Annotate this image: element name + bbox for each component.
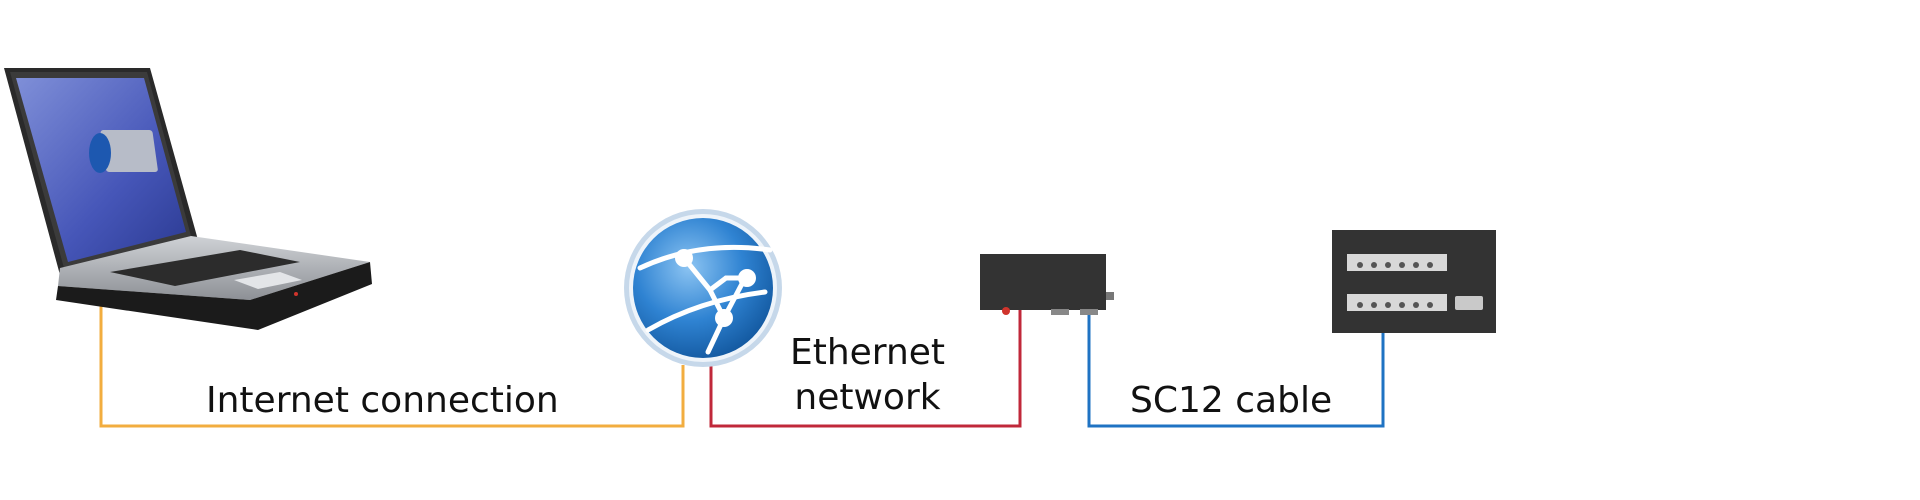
controller-module-icon [1332,230,1496,333]
internet-connection-label: Internet connection [206,380,559,421]
ethernet-gateway-icon [980,254,1114,315]
screen-device-icon [89,130,158,173]
sc12-cable-line [1087,310,1385,428]
ethernet-network-line [709,310,1022,428]
ethernet-network-label: Ethernet network [789,332,946,418]
internet-connection-line [99,305,685,428]
sc12-cable-label: SC12 cable [1130,380,1333,421]
network-globe-icon [624,209,782,367]
laptop-icon [4,68,372,330]
